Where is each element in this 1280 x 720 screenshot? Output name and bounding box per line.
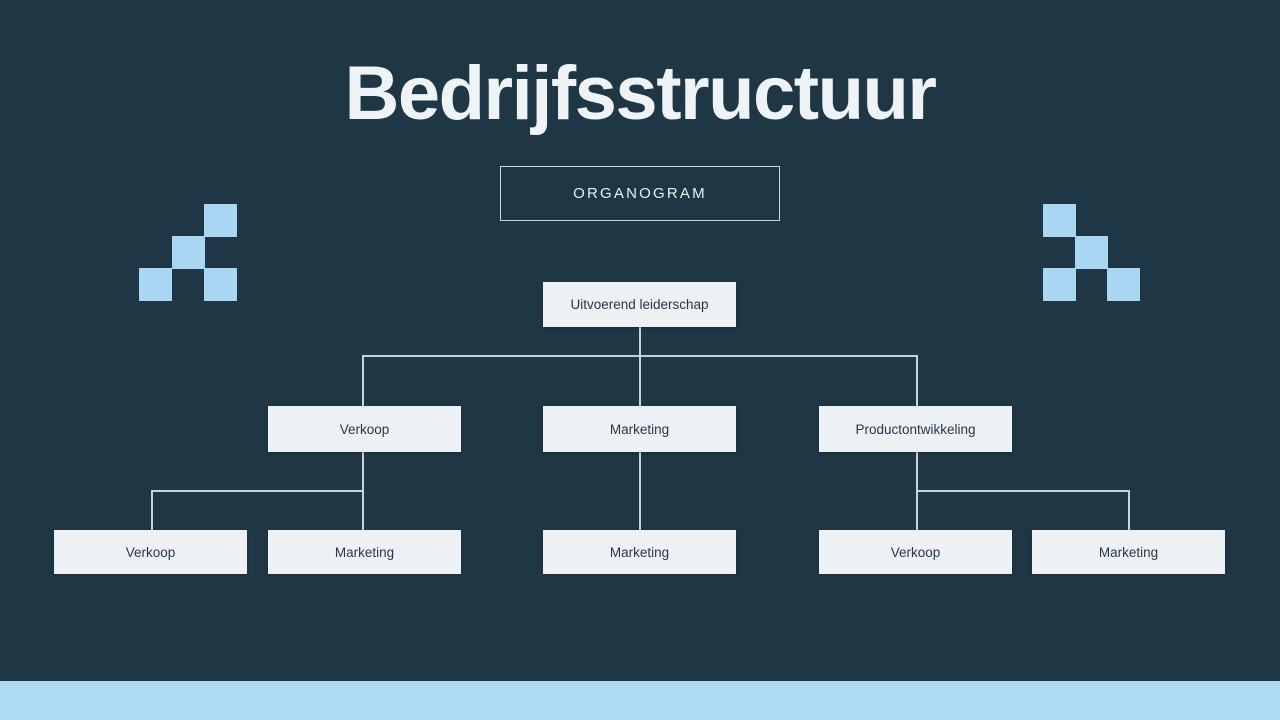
connector-to-verkoop	[362, 355, 364, 406]
connector-verkoop-bus	[151, 490, 364, 492]
org-node-level3-3[interactable]: Marketing	[543, 530, 736, 574]
page-title: Bedrijfsstructuur	[344, 51, 937, 136]
org-node-level2-productontwikkeling[interactable]: Productontwikkeling	[819, 406, 1012, 452]
org-node-level3-2[interactable]: Marketing	[268, 530, 461, 574]
footer-accent-bar	[0, 681, 1280, 720]
org-node-label: Marketing	[334, 544, 395, 560]
org-node-level3-4[interactable]: Verkoop	[819, 530, 1012, 574]
org-node-label: Uitvoerend leiderschap	[570, 297, 709, 312]
connector-product-child-2	[1128, 490, 1130, 530]
deco-square-l1	[204, 204, 237, 237]
subtitle-label: ORGANOGRAM	[573, 185, 707, 202]
org-node-label: Verkoop	[125, 544, 176, 560]
connector-product-bus	[916, 490, 1129, 492]
org-node-level2-verkoop[interactable]: Verkoop	[268, 406, 461, 452]
connector-product-down	[916, 452, 918, 490]
org-node-root[interactable]: Uitvoerend leiderschap	[543, 282, 736, 327]
connector-verkoop-child-1	[151, 490, 153, 530]
connector-product-child-1	[916, 490, 918, 530]
connector-verkoop-child-2	[362, 490, 364, 530]
org-node-label: Marketing	[1098, 544, 1159, 560]
org-node-level3-1[interactable]: Verkoop	[54, 530, 247, 574]
subtitle-badge: ORGANOGRAM	[500, 166, 780, 221]
connector-verkoop-down	[362, 452, 364, 490]
org-node-level2-marketing[interactable]: Marketing	[543, 406, 736, 452]
org-node-label: Productontwikkeling	[855, 421, 976, 437]
deco-square-l3	[139, 268, 172, 301]
org-node-label: Marketing	[609, 421, 670, 437]
connector-to-productontwikkeling	[916, 355, 918, 406]
connector-marketing-down	[639, 452, 641, 530]
connector-root-down	[639, 327, 641, 356]
deco-square-l2	[172, 236, 205, 269]
connector-to-marketing	[639, 355, 641, 406]
org-node-label: Verkoop	[339, 421, 390, 437]
deco-square-r2	[1075, 236, 1108, 269]
org-node-label: Marketing	[609, 544, 670, 560]
org-node-level3-5[interactable]: Marketing	[1032, 530, 1225, 574]
deco-square-l4	[204, 268, 237, 301]
deco-square-r4	[1107, 268, 1140, 301]
org-node-label: Verkoop	[890, 544, 941, 560]
deco-square-r3	[1043, 268, 1076, 301]
deco-square-r1	[1043, 204, 1076, 237]
